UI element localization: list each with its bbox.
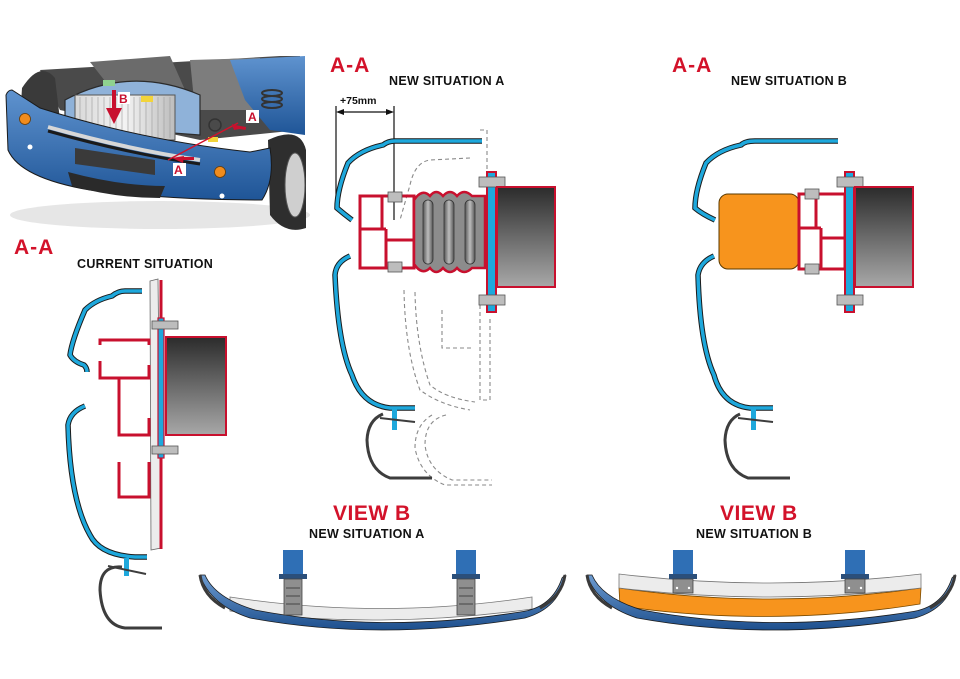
marker-b: B [119,92,128,106]
current-outline-ghost [399,129,492,486]
crash-beam [797,192,847,271]
crash-beam [358,194,416,270]
new-situation-a-section [332,106,556,486]
suspension-spring [261,89,283,109]
title-current-situation: CURRENT SITUATION [77,257,214,271]
mounting-bracket-right [841,550,869,594]
indicator-light-right [214,166,226,178]
foam-absorber [718,193,800,270]
car-inset-illustration: B A A [0,56,310,232]
view-b-new-situation-b [585,550,957,631]
arrow-a-upper-marker: A [232,110,259,131]
mounting-bracket-left [669,550,697,594]
lower-spoiler [365,412,432,480]
indicator-light-left [19,113,31,125]
foam-absorber-top-view [618,587,922,617]
bumper-skin-upper [693,139,838,222]
current-situation-section [65,278,227,630]
marker-a-upper: A [248,110,257,124]
lower-grille [68,172,165,198]
section-label-new-a: A-A [330,54,371,77]
arrow-a-lower-marker: A [172,156,194,177]
section-label-current: A-A [14,236,55,259]
bolts [151,320,179,455]
title-view-b-new-situation-a: NEW SITUATION A [309,527,425,541]
license-plate-area [75,148,155,175]
view-b-label-b: VIEW B [720,502,798,525]
mounting-bracket-left [279,550,307,616]
title-new-situation-a: NEW SITUATION A [389,74,505,88]
title-view-b-new-situation-b: NEW SITUATION B [696,527,813,541]
longitudinal-member [854,186,914,288]
longitudinal-member [165,336,227,436]
view-b-label-a: VIEW B [333,502,411,525]
section-line-a-a [167,122,239,161]
mounting-flange [844,171,855,313]
bumper-skin-lower [66,404,147,559]
bumper-skin-upper [68,289,142,373]
title-new-situation-b: NEW SITUATION B [731,74,848,88]
bumper-skin-upper [335,139,482,222]
dimension-label: +75mm [340,95,377,107]
view-b-new-situation-a [198,550,567,631]
mounting-bracket-right [452,550,480,616]
new-situation-b-section [692,138,914,480]
arrow-b-marker: B [106,90,130,124]
lower-spoiler [723,412,790,480]
bumper-skin-lower [696,254,773,410]
mounting-flange [486,171,497,313]
section-label-new-b: A-A [672,54,713,77]
marker-a-lower: A [174,163,183,177]
bumper-skin-lower [333,254,415,410]
longitudinal-member [496,186,556,288]
lower-spoiler [98,565,162,630]
